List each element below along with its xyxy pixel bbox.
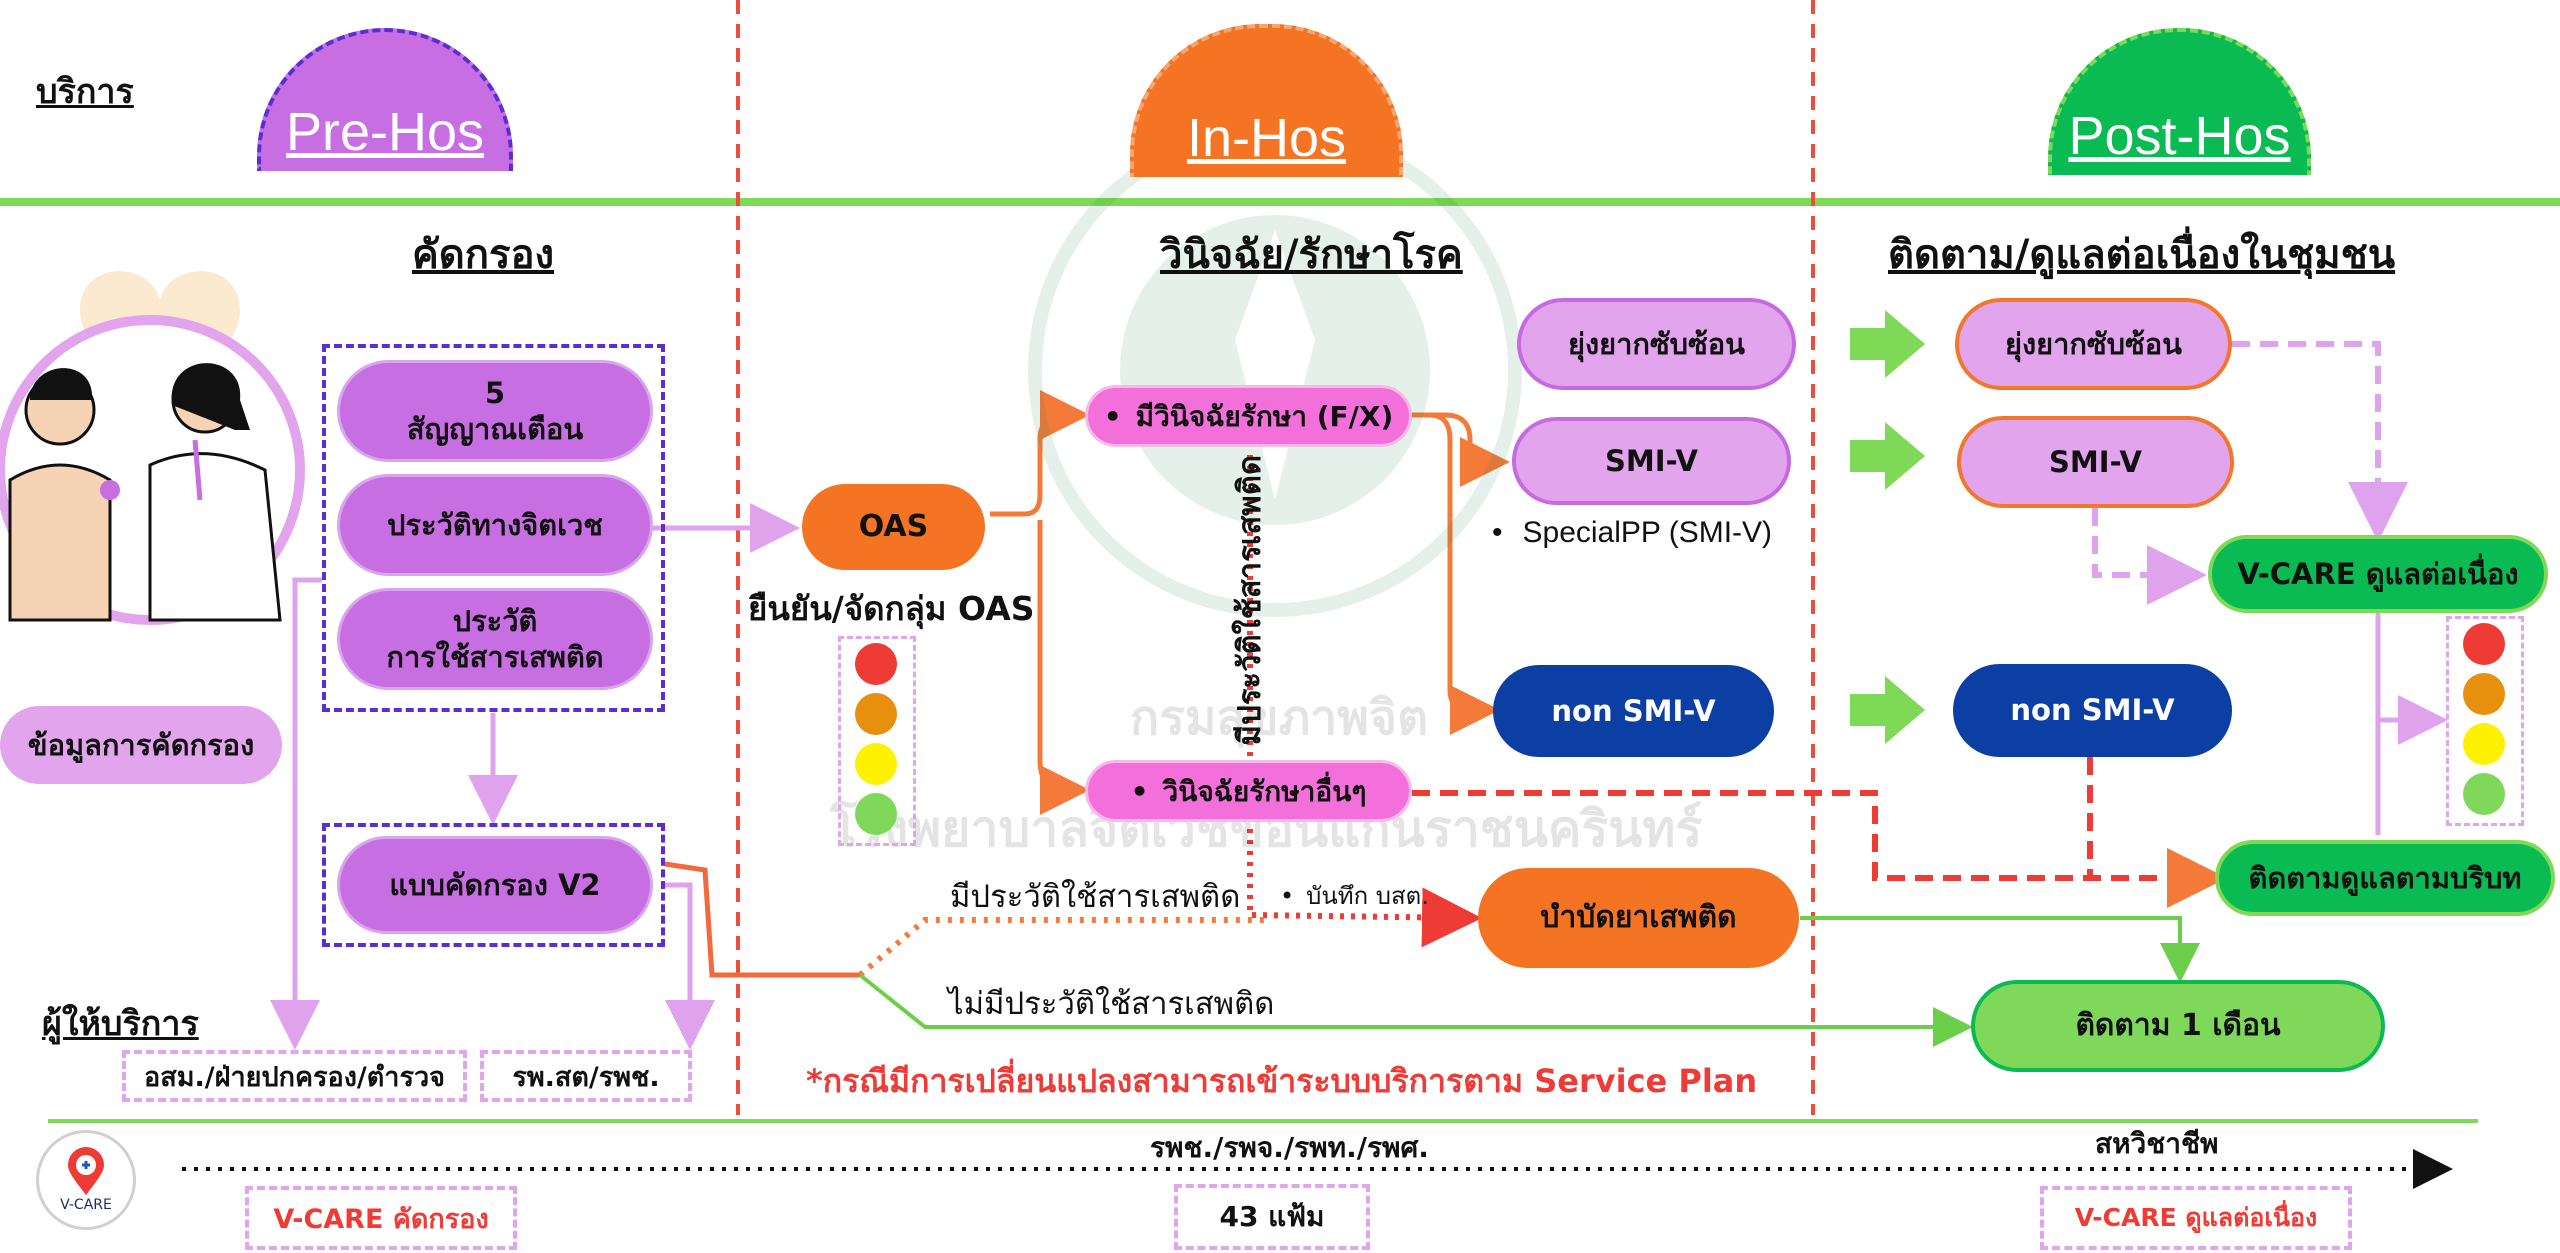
vcare-logo: V-CARE (36, 1130, 136, 1230)
heading-diagnosis: วินิจฉัย/รักษาโรค (1160, 232, 1463, 278)
screening-form-box (322, 823, 665, 947)
heading-followup: ติดตาม/ดูแลต่อเนื่องในชุมชน (1888, 232, 2396, 278)
record-note-text: บันทึก บสต. (1306, 882, 1429, 910)
traffic-light-red (855, 643, 897, 685)
files-43-box[interactable]: 43 แฟ้ม (1174, 1184, 1370, 1250)
traffic-light-red (2463, 623, 2505, 665)
record-note-label: • บันทึก บสต. (1280, 876, 1429, 915)
psych-history-pill[interactable]: ประวัติทางจิตเวช (337, 474, 653, 576)
provider-multidisciplinary: สหวิชาชีพ (2095, 1127, 2219, 1160)
warning-signs-pill[interactable]: 5 สัญญาณเตือน (337, 360, 653, 462)
doctor-patient-illustration (0, 271, 305, 625)
bottom-divider (48, 1119, 2478, 1123)
screening-group-box (322, 344, 665, 712)
bullet: • (1103, 399, 1122, 433)
follow-month-pill[interactable]: ติดตาม 1 เดือน (1971, 980, 2385, 1072)
drug-treatment-pill[interactable]: บำบัดยาเสพติด (1478, 868, 1799, 968)
provider-hospitals: รพช./รพจ./รพท./รพศ. (1150, 1131, 1429, 1164)
ministry-seal-watermark (1028, 123, 1522, 617)
diagnosis-fx-label: มีวินิจฉัยรักษา (F/X) (1135, 399, 1394, 433)
traffic-light-orange (2463, 673, 2505, 715)
follow-context-pill[interactable]: ติดตามดูแลตามบริบท (2215, 840, 2555, 916)
has-drug-history-label: มีประวัติใช้สารเสพติด (950, 879, 1241, 915)
post-traffic-light (2446, 616, 2524, 826)
provider-community: อสม./ฝ่ายปกครอง/ตำรวจ (122, 1050, 467, 1102)
service-label: บริการ (36, 72, 134, 112)
traffic-light-yellow (855, 743, 897, 785)
oas-traffic-light (838, 636, 916, 846)
traffic-light-yellow (2463, 723, 2505, 765)
bullet: • (1130, 774, 1149, 808)
complex-pill-post[interactable]: ยุ่งยากซับซ้อน (1955, 298, 2232, 390)
logo-text: V-CARE (60, 1197, 112, 1213)
providers-label: ผู้ให้บริการ (42, 1004, 199, 1044)
traffic-light-orange (855, 693, 897, 735)
top-divider (0, 198, 2560, 206)
screening-form-v2-pill[interactable]: แบบคัดกรอง V2 (337, 836, 653, 934)
smiv-pill-post[interactable]: SMI-V (1957, 416, 2234, 508)
oas-pill[interactable]: OAS (802, 484, 985, 570)
oas-confirm-label: ยืนยัน/จัดกลุ่ม OAS (748, 589, 1035, 628)
bullet: • (1280, 882, 1295, 910)
drug-history-pill[interactable]: ประวัติ การใช้สารเสพติด (337, 588, 653, 690)
traffic-light-green (855, 793, 897, 835)
smiv-pill-in[interactable]: SMI-V (1512, 417, 1791, 505)
vertical-drug-note: มีประวัติใช้สารเสพติด (1232, 455, 1268, 746)
diagnosis-other-label: วินิจฉัยรักษาอื่นๆ (1162, 774, 1367, 808)
non-smiv-pill-in[interactable]: non SMI-V (1493, 665, 1774, 757)
service-plan-note: *กรณีมีการเปลี่ยนแปลงสามารถเข้าระบบบริกา… (806, 1062, 1758, 1100)
vcare-screening-box[interactable]: V-CARE คัดกรอง (245, 1186, 517, 1250)
arrow-right-icon (1850, 676, 1925, 744)
watermark-line1: กรมสุขภาพจิต (1130, 690, 1429, 746)
no-drug-history-label: ไม่มีประวัติใช้สารเสพติด (948, 986, 1275, 1022)
complex-pill-in[interactable]: ยุ่งยากซับซ้อน (1517, 298, 1796, 390)
provider-clinic: รพ.สต/รพช. (480, 1050, 692, 1102)
bullet: • (1492, 516, 1503, 549)
vcare-continuous-box[interactable]: V-CARE ดูแลต่อเนื่อง (2040, 1186, 2352, 1250)
diagnosis-other-pill[interactable]: • วินิจฉัยรักษาอื่นๆ (1085, 760, 1412, 822)
arrow-right-icon (1850, 310, 1925, 378)
diagnosis-fx-pill[interactable]: • มีวินิจฉัยรักษา (F/X) (1085, 385, 1412, 447)
special-pp-text: SpecialPP (SMI-V) (1522, 516, 1773, 549)
location-pin-icon (68, 1147, 104, 1195)
special-pp-label: • SpecialPP (SMI-V) (1492, 516, 1772, 550)
vcare-continuous-pill[interactable]: V-CARE ดูแลต่อเนื่อง (2208, 535, 2548, 613)
traffic-light-green (2463, 773, 2505, 815)
heading-screening: คัดกรอง (412, 232, 554, 278)
arrow-right-icon (1850, 422, 1925, 490)
non-smiv-pill-post[interactable]: non SMI-V (1953, 664, 2232, 757)
screening-data-pill[interactable]: ข้อมูลการคัดกรอง (0, 706, 282, 784)
